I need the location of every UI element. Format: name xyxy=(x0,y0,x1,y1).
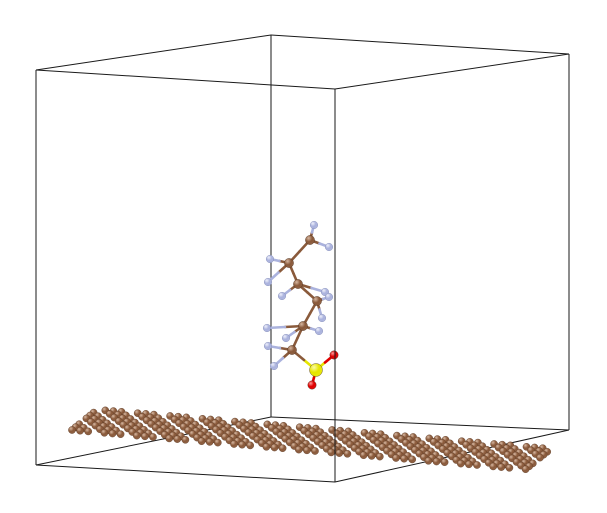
carbon-atom[interactable] xyxy=(497,463,506,471)
carbon-atom[interactable] xyxy=(505,463,514,472)
hydrogen-atom[interactable] xyxy=(315,327,324,336)
carbon-atom[interactable] xyxy=(262,442,271,451)
hydrogen-atom[interactable] xyxy=(310,220,319,229)
carbon-atom[interactable] xyxy=(197,437,206,446)
cell-edge xyxy=(35,416,272,466)
cell-edge xyxy=(35,464,336,483)
unit-cell-back-edges xyxy=(35,34,570,483)
carbon-atom[interactable] xyxy=(165,434,173,443)
carbon-atom[interactable] xyxy=(305,235,315,245)
carbon-atom[interactable] xyxy=(68,426,76,434)
carbon-atom[interactable] xyxy=(536,453,544,462)
hydrogen-atom[interactable] xyxy=(318,314,327,323)
sulfur-atom[interactable] xyxy=(309,363,323,377)
carbon-atom[interactable] xyxy=(173,435,182,443)
carbon-atom[interactable] xyxy=(456,459,465,468)
hydrogen-atom[interactable] xyxy=(264,342,273,351)
carbon-atom[interactable] xyxy=(108,429,117,438)
carbon-atom[interactable] xyxy=(327,448,336,457)
cell-edge xyxy=(35,69,336,90)
carbon-atom[interactable] xyxy=(359,451,368,460)
oxygen-atom[interactable] xyxy=(329,350,339,360)
carbon-atom[interactable] xyxy=(278,444,287,453)
carbon-atom[interactable] xyxy=(270,443,279,452)
hydrogen-atom[interactable] xyxy=(270,362,279,371)
cell-edge xyxy=(35,34,272,71)
carbon-atom[interactable] xyxy=(246,441,254,450)
carbon-atom[interactable] xyxy=(312,296,322,306)
carbon-atom[interactable] xyxy=(440,458,449,467)
carbon-atom[interactable] xyxy=(400,454,408,463)
hydrogen-atom[interactable] xyxy=(325,242,334,251)
hydrogen-atom[interactable] xyxy=(263,324,272,333)
carbon-atom[interactable] xyxy=(181,435,190,444)
carbon-atom[interactable] xyxy=(287,345,297,355)
hydrogen-atom[interactable] xyxy=(264,278,273,287)
graphene-substrate[interactable] xyxy=(68,406,552,474)
carbon-atom[interactable] xyxy=(521,465,530,474)
carbon-atom[interactable] xyxy=(149,433,157,441)
hydrogen-atom[interactable] xyxy=(325,293,334,302)
carbon-atom[interactable] xyxy=(392,454,400,462)
carbon-atom[interactable] xyxy=(205,438,214,446)
carbon-atom[interactable] xyxy=(408,455,417,464)
unit-cell-front-edges xyxy=(35,69,336,483)
carbon-atom[interactable] xyxy=(465,460,473,469)
carbon-atom[interactable] xyxy=(293,279,303,289)
carbon-atom[interactable] xyxy=(489,462,498,471)
carbon-atom[interactable] xyxy=(213,438,222,447)
cell-edge xyxy=(334,53,570,90)
carbon-atom[interactable] xyxy=(375,452,384,461)
adsorbate-molecule[interactable] xyxy=(263,220,339,390)
carbon-atom[interactable] xyxy=(116,430,125,439)
carbon-atom[interactable] xyxy=(141,432,149,441)
carbon-atom[interactable] xyxy=(230,440,238,448)
carbon-atom[interactable] xyxy=(238,440,246,449)
hydrogen-atom[interactable] xyxy=(278,292,287,301)
carbon-atom[interactable] xyxy=(76,426,84,435)
oxygen-atom[interactable] xyxy=(307,380,317,390)
carbon-atom[interactable] xyxy=(132,431,141,440)
hydrogen-atom[interactable] xyxy=(266,254,275,263)
cell-edge xyxy=(270,416,570,431)
carbon-atom[interactable] xyxy=(294,445,303,454)
carbon-atom[interactable] xyxy=(84,427,92,436)
cell-edge xyxy=(270,34,570,55)
carbon-atom[interactable] xyxy=(343,449,352,458)
hydrogen-atom[interactable] xyxy=(282,334,291,343)
carbon-atom[interactable] xyxy=(335,449,344,457)
carbon-atom[interactable] xyxy=(424,456,433,465)
carbon-atom[interactable] xyxy=(432,457,441,466)
carbon-atom[interactable] xyxy=(298,321,308,331)
carbon-atom[interactable] xyxy=(311,447,319,455)
carbon-atom[interactable] xyxy=(367,452,376,460)
carbon-atom[interactable] xyxy=(303,446,311,455)
carbon-atom[interactable] xyxy=(473,461,481,469)
carbon-atom[interactable] xyxy=(284,258,294,268)
carbon-atom[interactable] xyxy=(100,428,109,437)
